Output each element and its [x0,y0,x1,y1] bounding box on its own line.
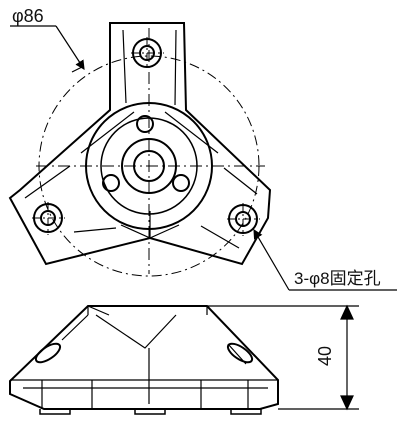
top-view [8,22,272,277]
base-outer-profile [8,22,272,266]
hub-outer-circle [85,102,213,230]
base-facet-lines [24,29,258,249]
front-view [9,305,279,415]
center-hole-circle [133,150,165,182]
top-view-dimensions [10,25,397,291]
height-arrow-bottom [340,395,354,411]
hole-callout-label: 3-φ8固定孔 [294,269,381,288]
center-boss-circle [121,138,177,194]
front-view-right-hole [226,342,254,364]
hub-hole-right [172,174,190,192]
hole-centerline-marks [32,37,260,236]
height-dimension [207,304,359,411]
height-arrow-top [340,304,354,320]
hole-callout-leader-diagonal [253,228,290,291]
hub-hole-left [102,174,120,192]
front-view-outline [9,305,279,410]
hub-hole-top [136,115,154,133]
diameter-leader-tick [71,66,83,73]
diameter-leader-diagonal [55,25,85,71]
diameter-label: φ86 [12,6,44,26]
front-view-inner-lines [10,305,278,409]
height-label: 40 [315,346,335,366]
front-view-feet [39,409,262,415]
front-view-left-hole [34,342,62,364]
